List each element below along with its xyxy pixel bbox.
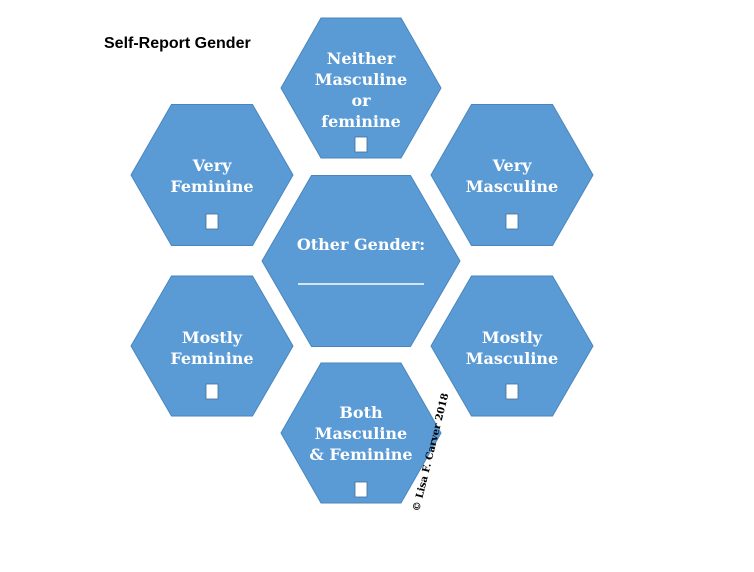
checkbox-neither[interactable]: [354, 136, 368, 153]
hexagon-label-line: Other Gender:: [297, 235, 425, 254]
hexagon-label-line: Masculine: [315, 424, 407, 443]
hexagon-label-line: Masculine: [315, 70, 407, 89]
checkbox-mostly-masculine[interactable]: [505, 383, 519, 400]
hexagon-label-line: Masculine: [466, 177, 558, 196]
hexagon-shape: [430, 275, 594, 417]
hexagon-label-line: Very: [192, 156, 233, 175]
hexagon-label-line: Very: [492, 156, 533, 175]
hexagon-label-line: feminine: [321, 112, 401, 131]
hexagon-label-line: Mostly: [182, 328, 243, 347]
checkbox-very-masculine[interactable]: [505, 213, 519, 230]
hexagon-option-other-gender: Other Gender:: [261, 175, 461, 347]
checkbox-both[interactable]: [354, 481, 368, 498]
hexagon-shape: [130, 275, 294, 417]
checkbox-mostly-feminine[interactable]: [205, 383, 219, 400]
hexagon-label-line: Masculine: [466, 349, 558, 368]
hexagon-shape: [280, 362, 442, 504]
hexagon-label-line: Neither: [327, 49, 396, 68]
page-title: Self-Report Gender: [104, 35, 251, 52]
hexagon-label-line: or: [351, 91, 371, 110]
hexagon-shape: [130, 104, 294, 246]
hexagon-label-line: Feminine: [170, 177, 253, 196]
hexagon-label-line: & Feminine: [309, 445, 412, 464]
hexagon-shape: [280, 17, 442, 159]
hexagon-label-line: Feminine: [170, 349, 253, 368]
hexagon-label-line: Both: [339, 403, 383, 422]
hexagon-shape: [430, 104, 594, 246]
hexagon-label-line: Mostly: [482, 328, 543, 347]
hexagon-shape: [261, 175, 461, 347]
checkbox-very-feminine[interactable]: [205, 213, 219, 230]
